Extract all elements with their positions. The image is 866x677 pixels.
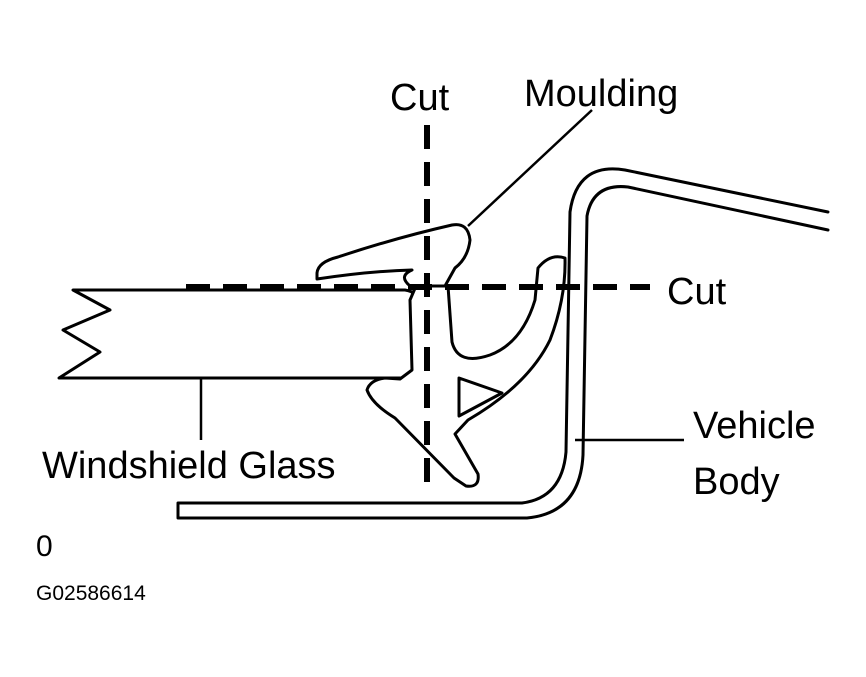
corner-mark: 0 bbox=[36, 530, 53, 563]
vehicle-body-panel bbox=[176, 167, 830, 520]
vehicle-body-label-line1: Vehicle bbox=[693, 405, 816, 447]
moulding-cap bbox=[315, 223, 472, 288]
moulding-label: Moulding bbox=[524, 73, 678, 115]
figure-code: G02586614 bbox=[36, 582, 146, 605]
cut-vertical-label: Cut bbox=[390, 77, 450, 119]
vehicle-body-label-line2: Body bbox=[693, 461, 780, 503]
moulding-cavity bbox=[457, 376, 504, 418]
moulding-body bbox=[365, 255, 567, 488]
windshield-glass-label: Windshield Glass bbox=[42, 445, 336, 487]
windshield-glass-shape bbox=[57, 288, 421, 380]
cut-horizontal-label: Cut bbox=[667, 271, 727, 313]
moulding-leader-line bbox=[467, 109, 593, 227]
